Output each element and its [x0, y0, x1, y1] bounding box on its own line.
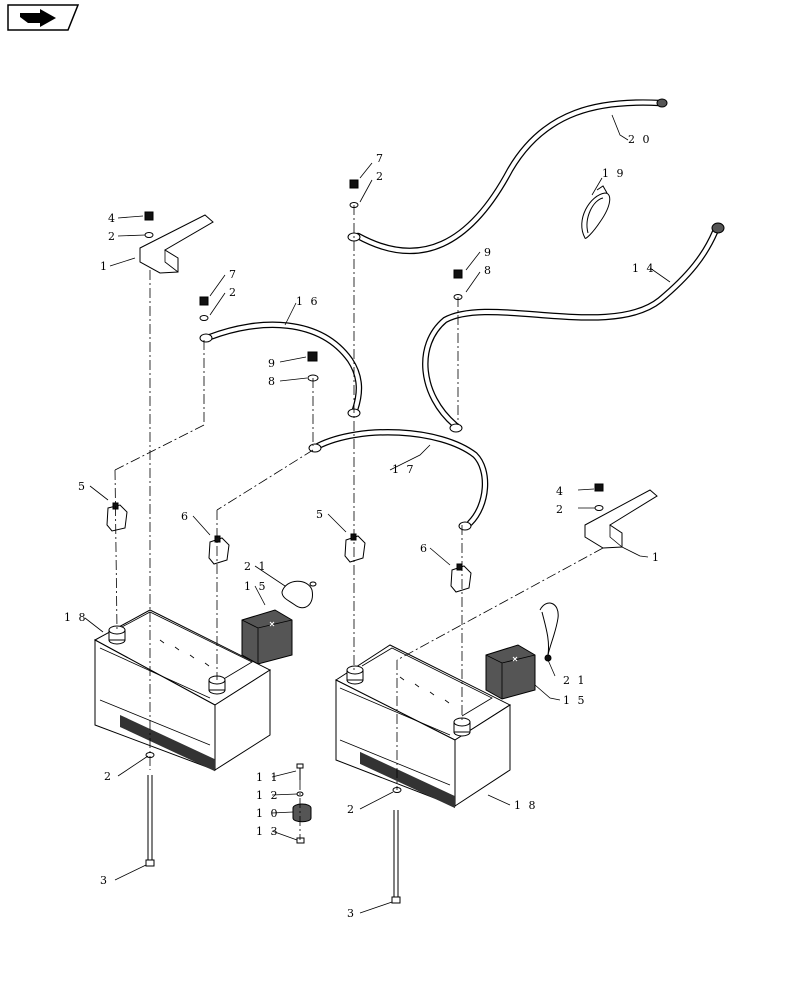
nut-9-mid	[307, 351, 318, 362]
callout-5: 5	[316, 508, 325, 521]
callout-7: 7	[376, 152, 385, 165]
callout-8: 8	[484, 264, 493, 277]
cable-14	[422, 222, 725, 433]
callout-19: 1 9	[602, 167, 626, 180]
bolt-3-left	[145, 775, 155, 867]
cable-16	[199, 321, 363, 418]
terminal-cover-15-left	[241, 609, 293, 665]
next-page-arrow-icon[interactable]	[7, 4, 80, 31]
cable-17	[308, 428, 489, 531]
callout-12: 1 2	[256, 789, 280, 802]
callout-2: 2	[376, 170, 385, 183]
callout-18: 1 8	[64, 611, 88, 624]
terminal-5-left	[106, 502, 128, 532]
callout-2: 2	[104, 770, 113, 783]
bracket-1-left	[139, 214, 214, 274]
washer-2-right	[594, 505, 604, 511]
callout-labels: 2 0 7 2 1 9 4 2 1 9 8 1 4 7 2 1 6 9 8 1 …	[64, 133, 661, 920]
nut-4-left	[144, 211, 154, 221]
battery-18-right	[334, 644, 512, 809]
callout-5: 5	[78, 480, 87, 493]
callout-8: 8	[268, 375, 277, 388]
strap-19	[581, 185, 611, 239]
callout-1: 1	[652, 551, 661, 564]
assembly-lines	[114, 205, 604, 840]
terminal-6-right	[450, 563, 472, 593]
cable-tie-21-left	[281, 580, 317, 609]
callout-4: 4	[108, 212, 117, 225]
callout-2: 2	[556, 503, 565, 516]
callout-9: 9	[484, 246, 493, 259]
callout-7: 7	[229, 268, 238, 281]
callout-9: 9	[268, 357, 277, 370]
terminal-6-left	[208, 535, 230, 565]
screw-11	[296, 763, 304, 780]
leader-lines	[84, 114, 671, 914]
terminal-cover-15-right	[485, 644, 536, 700]
callout-17: 1 7	[392, 463, 416, 476]
callout-18: 1 8	[514, 799, 538, 812]
bracket-1-right	[584, 489, 658, 549]
cable-tie-21-right	[539, 602, 559, 662]
nut-7-top	[349, 179, 359, 189]
nut-9-right	[453, 269, 463, 279]
callout-3: 3	[100, 874, 109, 887]
callout-15: 1 5	[563, 694, 587, 707]
callout-11: 1 1	[256, 771, 280, 784]
callout-2: 2	[347, 803, 356, 816]
callout-4: 4	[556, 485, 565, 498]
isolator-10	[292, 803, 312, 823]
nut-4-right	[594, 483, 604, 492]
callout-10: 1 0	[256, 807, 280, 820]
callout-3: 3	[347, 907, 356, 920]
callout-15: 1 5	[244, 580, 268, 593]
bolt-3-right	[391, 810, 401, 904]
callout-20: 2 0	[628, 133, 652, 146]
callout-21: 2 1	[244, 560, 268, 573]
terminal-5-right	[344, 533, 366, 563]
nut-7-mid	[199, 296, 209, 306]
callout-6: 6	[181, 510, 190, 523]
callout-16: 1 6	[296, 295, 320, 308]
battery-18-left	[93, 609, 272, 772]
callout-1: 1	[100, 260, 109, 273]
washer-2-left	[144, 232, 154, 238]
callout-2: 2	[229, 286, 238, 299]
washer-2-mid	[199, 315, 209, 321]
callout-14: 1 4	[632, 262, 656, 275]
callout-2: 2	[108, 230, 117, 243]
nut-13	[296, 837, 305, 844]
callout-21: 2 1	[563, 674, 587, 687]
callout-13: 1 3	[256, 825, 280, 838]
callout-6: 6	[420, 542, 429, 555]
